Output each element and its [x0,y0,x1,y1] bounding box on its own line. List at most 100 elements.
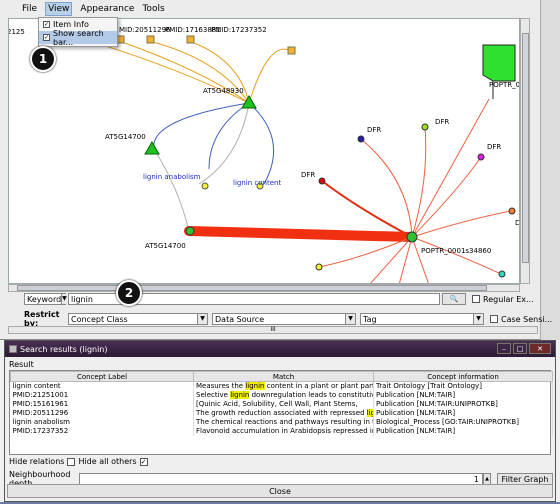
chevron-down-icon: ▼ [61,294,67,304]
protein-node[interactable] [477,153,485,161]
cell-info: Publication [NLM:TAIR] [373,426,553,436]
search-button[interactable]: 🔍 [442,293,466,305]
protein-node[interactable] [318,177,326,185]
gene-node-poptr[interactable] [406,231,418,243]
callout-two: 2 [116,280,142,306]
menu-item-show-search-bar[interactable]: ✓ Show search bar... [39,29,117,47]
menu-tools[interactable]: Tools [142,4,165,14]
network-graph-canvas[interactable]: 2125 MID:20511296 PMID:17163881 PMID:172… [8,18,520,284]
flag-node[interactable] [482,44,516,82]
gene-node-at5g14700[interactable] [144,141,160,155]
edge [360,138,413,238]
gene-node-at5g48930[interactable] [241,95,257,109]
hide-all-others-checkbox[interactable]: ✓ [139,457,148,466]
table-row[interactable]: lignin anabolism The chemical reactions … [10,417,553,427]
cell-match: Measures the lignin content in a plant o… [193,381,374,391]
publication-node[interactable] [186,35,195,44]
gene-node[interactable] [185,226,195,236]
table-row[interactable]: lignin content Measures the lignin conte… [10,381,553,391]
menu-file[interactable]: File [22,4,38,14]
cell-label: lignin anabolism [10,417,194,427]
protein-node[interactable] [421,123,429,131]
graph-label: DFR [487,143,501,151]
edge [411,126,427,238]
search-icon: 🔍 [449,295,459,303]
table-row[interactable]: PMID:17237352 Flavonoid accumulation in … [10,426,553,436]
cell-label: lignin content [10,381,194,391]
scrollbar-thumb[interactable] [17,285,487,291]
network-graph-svg: 2125 MID:20511296 PMID:17163881 PMID:172… [9,26,520,283]
edge [411,236,429,283]
case-sensitive-label: Case Sensi... [501,314,553,324]
callout-one: 1 [30,46,56,72]
search-mode-select[interactable]: Keyword ▼ [24,293,67,305]
protein-node[interactable] [498,270,506,278]
match-text: Measures the [196,382,246,391]
scrollbar-thumb[interactable] [522,33,529,263]
protein-node[interactable] [508,207,516,215]
menu-item-item-info[interactable]: ✓ Item Info [39,18,117,31]
graph-vertical-scrollbar[interactable] [520,18,530,284]
edge [148,40,250,104]
edge [399,236,413,283]
column-header-match[interactable]: Match [193,371,374,382]
dialog-title: Search results (lignin) [20,344,108,354]
close-window-button[interactable]: ✕ [529,343,551,354]
protein-node[interactable] [315,263,323,271]
table-row[interactable]: PMID:21251001 Selective lignin downregul… [10,390,553,400]
chevron-down-icon: ▼ [197,314,207,324]
process-node[interactable] [201,182,209,190]
match-text: Flavonoid accumulation in Arabidopsis re… [196,427,374,435]
graph-label: POPTR_0( [489,81,520,89]
ondex-main-window: File View Appearance Tools ✓ Item Info ✓… [0,0,560,340]
cell-label: PMID:20511296 [10,408,194,418]
regex-label: Regular Ex... [483,294,534,304]
maximize-button[interactable]: □ [513,343,527,354]
concept-class-select[interactable]: Concept Class ▼ [68,313,208,325]
publication-node[interactable] [116,35,125,44]
bottom-horizontal-scrollbar[interactable]: III [8,326,538,334]
scrollbar-grip: III [270,326,276,333]
case-sensitive-checkbox[interactable] [490,315,498,323]
cell-label: PMID:17237352 [10,426,194,436]
table-row[interactable]: PMID:15161961 [Quinic Acid, Solubility, … [10,399,553,409]
edge [411,210,512,238]
menu-appearance[interactable]: Appearance [80,4,135,14]
data-source-value: Data Source [215,314,265,324]
cell-label: PMID:15161961 [10,399,194,409]
publication-node[interactable] [146,35,155,44]
hide-relations-checkbox[interactable] [67,457,76,466]
graph-label: 2125 [9,28,25,36]
match-text: Selective [196,391,231,399]
protein-node[interactable] [357,135,365,143]
close-button[interactable]: Close [7,484,553,498]
data-source-select[interactable]: Data Source ▼ [212,313,356,325]
minimize-button[interactable]: – [497,343,511,354]
edge [248,48,292,104]
column-header-concept-information[interactable]: Concept information [373,371,553,382]
graph-horizontal-scrollbar[interactable] [8,284,520,292]
publication-node[interactable] [287,46,296,55]
chevron-down-icon: ▼ [345,314,355,324]
concept-class-value: Concept Class [71,314,128,324]
column-header-concept-label[interactable]: Concept Label [10,371,194,382]
edge [370,236,413,283]
filter-graph-button[interactable]: Filter Graph [497,473,553,485]
tag-select[interactable]: Tag ▼ [360,313,484,325]
cell-match: Flavonoid accumulation in Arabidopsis re… [193,426,374,436]
graph-label: DFR [435,118,449,126]
checkbox-icon: ✓ [43,21,50,28]
table-row[interactable]: PMID:20511296 The growth reduction assoc… [10,408,553,418]
search-input[interactable]: lignin [68,293,440,305]
edge [248,102,275,185]
trait-node[interactable] [256,182,264,190]
match-text: The growth reduction associated with rep… [196,409,367,417]
regex-checkbox[interactable] [472,295,480,303]
menu-item-label: Item Info [53,20,89,29]
restrict-bar: Restrict by: Concept Class ▼ Data Source… [24,310,552,328]
menu-view[interactable]: View [45,2,73,16]
graph-label: POPTR_0001s34860 [421,247,491,255]
match-highlight: lignin [230,391,250,399]
results-table: Concept Label Match Concept information … [9,370,553,455]
